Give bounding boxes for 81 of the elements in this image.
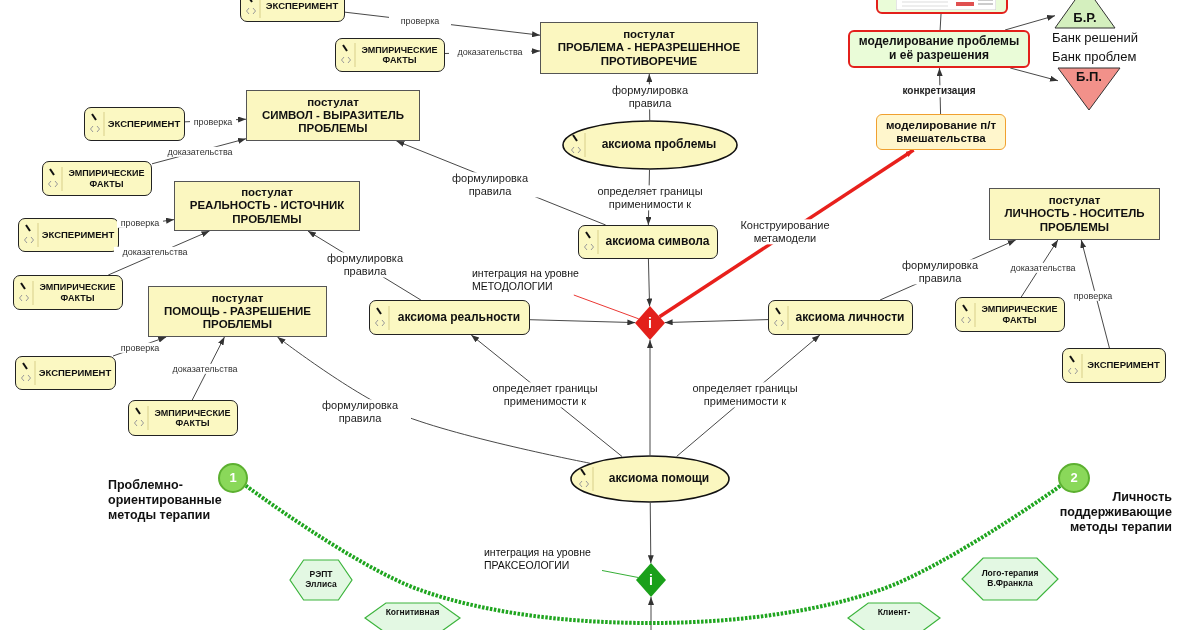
edge-label: проверка	[389, 15, 451, 27]
node-label: ЭКСПЕРИМЕНТ	[1087, 360, 1160, 371]
node-label: 2	[1070, 470, 1078, 486]
method-hexagon	[848, 603, 940, 630]
node-label: ЭМПИРИЧЕСКИЕ ФАКТЫ	[153, 407, 232, 429]
leader-line	[601, 570, 639, 578]
node-label: аксиома проблемы	[601, 138, 717, 152]
caption-text: Банк решений	[1052, 30, 1140, 46]
node-label: ЭКСПЕРИМЕНТ	[38, 367, 112, 379]
note-text: интеграция на уровне ПРАКСЕОЛОГИИ	[484, 544, 602, 574]
concept-box	[18, 218, 119, 252]
node-label: Когнитивная	[385, 608, 440, 618]
node-label: Б.П.	[1076, 70, 1102, 85]
node-label: ЭМПИРИЧЕСКИЕ ФАКТЫ	[360, 44, 439, 66]
node-label: ПОМОЩЬ - РАЗРЕШЕНИЕ ПРОБЛЕМЫ	[163, 304, 312, 332]
concept-box	[369, 300, 530, 335]
caption-text: Банк проблем	[1052, 49, 1138, 65]
concept-box	[13, 275, 123, 310]
postulate-heading: постулат	[241, 186, 293, 200]
concept-box	[1062, 348, 1166, 383]
node-label: ЭМПИРИЧЕСКИЕ ФАКТЫ	[980, 304, 1059, 325]
note-text: интеграция на уровне МЕТОДОЛОГИИ	[472, 265, 594, 295]
process-box	[848, 30, 1030, 68]
number-circle	[1058, 463, 1090, 493]
node-label: ЛИЧНОСТЬ - НОСИТЕЛЬ ПРОБЛЕМЫ	[1003, 207, 1146, 234]
node-label: ПРОБЛЕМА - НЕРАЗРЕШЕННОЕ ПРОТИВОРЕЧИЕ	[556, 41, 742, 68]
integration-diamond	[636, 563, 666, 597]
process-box	[876, 114, 1006, 150]
concept-box	[128, 400, 238, 436]
axiom-ellipse	[570, 455, 730, 503]
node-label: i	[649, 571, 653, 589]
node-label: ЭКСПЕРИМЕНТ	[41, 229, 115, 241]
node-label: ЭМПИРИЧЕСКИЕ ФАКТЫ	[67, 168, 146, 189]
postulate-heading: постулат	[1048, 194, 1101, 208]
postulate-heading: постулат	[623, 28, 675, 42]
node-label: моделирование п/т вмешательства	[884, 118, 997, 146]
caption-text: Проблемно-ориентированные методы терапии	[108, 478, 223, 523]
postulate-box	[148, 286, 327, 337]
concept-box	[955, 297, 1065, 332]
bank-triangle	[1058, 68, 1120, 110]
number-circle	[218, 463, 248, 493]
edge-label: проверка	[190, 116, 236, 128]
node-label: Лого-терапия В.Франкла	[980, 569, 1040, 589]
node-label: ЭМПИРИЧЕСКИЕ ФАКТЫ	[38, 282, 117, 303]
method-hexagon	[962, 558, 1058, 600]
edge-label: проверка	[117, 217, 163, 229]
node-label: Клиент-	[877, 608, 911, 618]
node-label: РЕАЛЬНОСТЬ - ИСТОЧНИК ПРОБЛЕМЫ	[188, 199, 346, 226]
postulate-heading: постулат	[307, 95, 359, 109]
concept-box	[42, 161, 152, 196]
postulate-box	[246, 90, 420, 141]
concept-box	[578, 225, 718, 259]
caption-text: Личность поддерживающие методы терапии	[1058, 490, 1172, 535]
node-label: СИМВОЛ - ВЫРАЗИТЕЛЬ ПРОБЛЕМЫ	[260, 108, 406, 136]
edge-label: проверка	[117, 342, 163, 354]
concept-box	[15, 356, 116, 390]
node-label: РЭПТ Эллиса	[304, 570, 338, 590]
node-label: ЭКСПЕРИМЕНТ	[265, 0, 339, 12]
leader-line	[573, 294, 640, 320]
connector-line	[939, 13, 942, 31]
node-label: i	[648, 314, 652, 332]
postulate-heading: постулат	[211, 291, 264, 305]
node-label: аксиома символа	[605, 235, 710, 249]
node-label: Б.Р.	[1073, 11, 1097, 26]
postulate-box	[540, 22, 758, 74]
node-label: ЭКСПЕРИМЕНТ	[107, 118, 181, 130]
method-hexagon	[365, 603, 460, 630]
node-label: моделирование проблемы и её разрешения	[858, 35, 1020, 63]
integration-diamond	[635, 306, 665, 340]
method-hexagon	[290, 560, 352, 600]
axiom-ellipse	[562, 120, 738, 170]
postulate-box	[989, 188, 1160, 240]
node-label: аксиома реальности	[397, 310, 521, 325]
postulate-box	[174, 181, 360, 231]
node-label: аксиома личности	[795, 310, 905, 325]
concept-box	[768, 300, 913, 335]
concept-box	[84, 107, 185, 141]
concept-box	[335, 38, 445, 72]
node-label: 1	[229, 470, 237, 486]
connector-line	[244, 484, 1062, 625]
node-label: аксиома помощи	[608, 472, 710, 486]
